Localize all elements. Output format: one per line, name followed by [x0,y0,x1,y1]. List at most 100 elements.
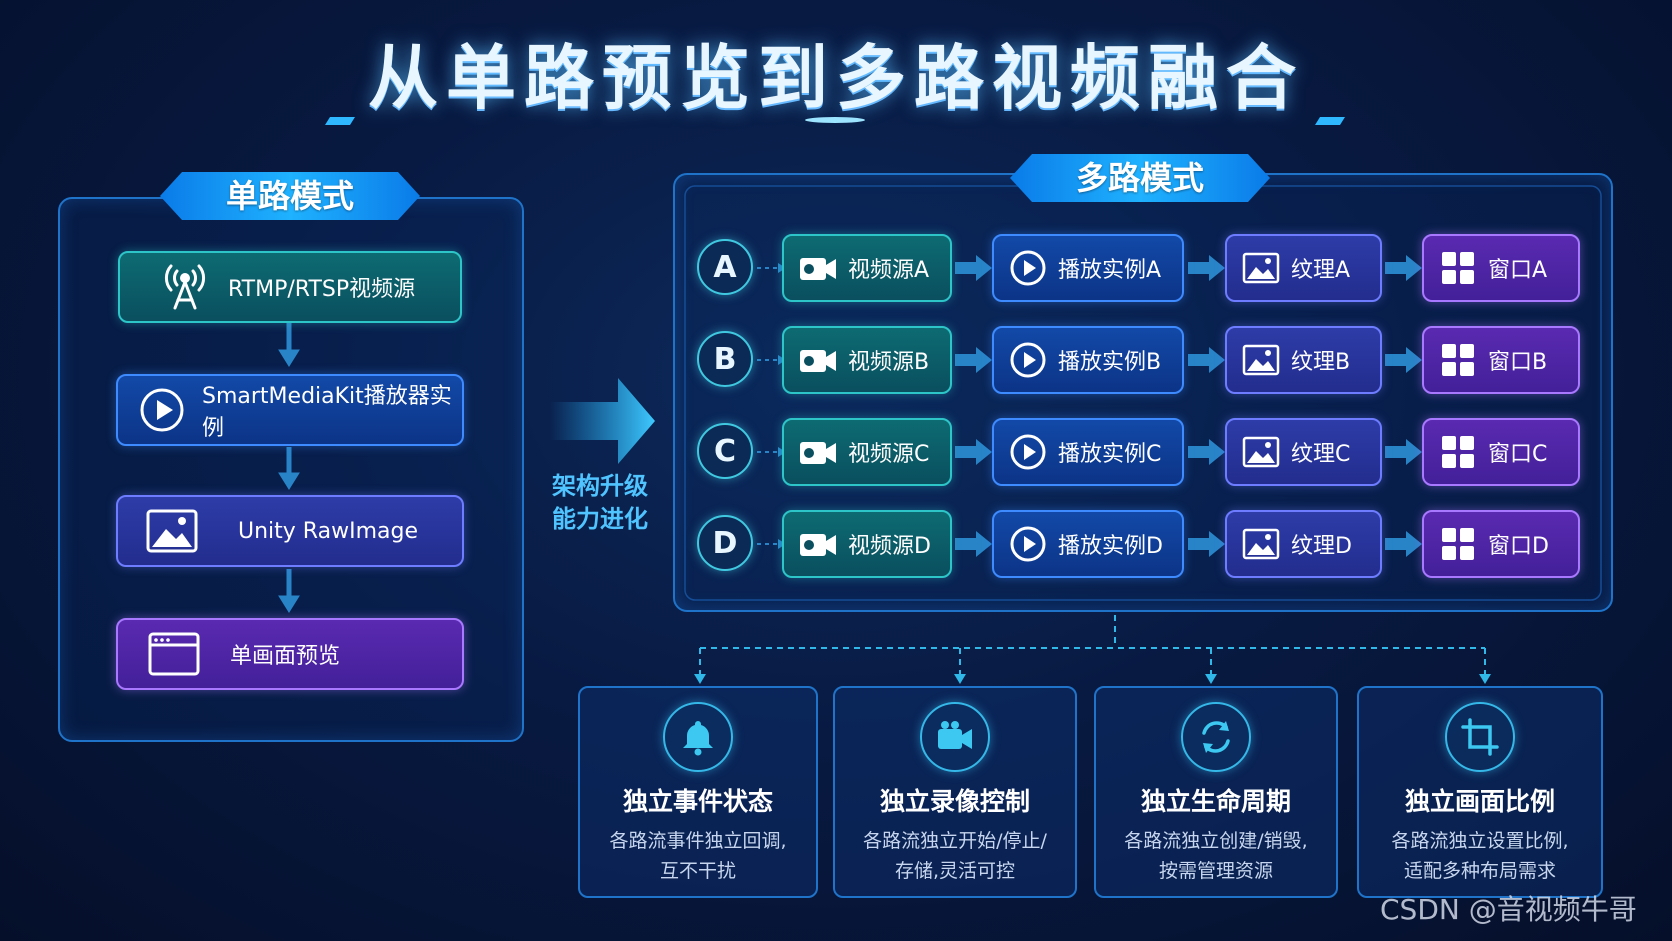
title-deco-left [325,117,355,125]
title-glow [805,117,865,123]
row-a-window: 窗口A [1422,234,1580,302]
row-source-label: 视频源B [848,350,930,375]
image-icon [1241,340,1281,380]
single-step-preview: 单画面预览 [116,618,464,690]
video-camera-icon [798,524,838,564]
feature-description: 各路流独立开始/停止/存储,灵活可控 [835,826,1075,886]
evolution-line-2: 能力进化 [552,505,648,533]
row-b-texture: 纹理B [1225,326,1382,394]
video-camera-icon [798,432,838,472]
row-id-badge: C [697,423,753,479]
feature-description-line-2: 互不干扰 [659,860,736,882]
single-step-rawimage: Unity RawImage [116,495,464,567]
row-b-window: 窗口B [1422,326,1580,394]
single-step-player-label: SmartMediaKit播放器实例 [202,384,452,441]
multi-row-connectors [757,255,1422,557]
row-player-label: 播放实例D [1058,534,1163,559]
row-player-label: 播放实例B [1058,350,1162,375]
grid-window-icon [1438,340,1478,380]
feature-card: 独立画面比例各路流独立设置比例, 适配多种布局需求 [1357,686,1603,898]
row-d-texture: 纹理D [1225,510,1382,578]
grid-window-icon [1438,432,1478,472]
row-player-label: 播放实例A [1058,258,1162,283]
row-texture-label: 纹理C [1291,442,1351,467]
video-camera-icon [798,248,838,288]
row-d-player: 播放实例D [992,510,1184,578]
feature-description-line-2: 按需管理资源 [1158,860,1273,882]
row-a-texture: 纹理A [1225,234,1382,302]
row-d-source: 视频源D [782,510,952,578]
feature-title: 独立事件状态 [622,787,773,816]
row-source-label: 视频源A [848,258,930,283]
feature-description-line-1: 各路流独立创建/销毁, [1124,830,1308,852]
multi-mode-tag: 多路模式 [1010,154,1270,202]
row-id-badge: B [697,331,753,387]
watermark: CSDN @音视频牛哥 [1380,893,1637,926]
row-texture-label: 纹理D [1291,534,1352,559]
single-step-source: RTMP/RTSP视频源 [118,251,462,323]
antenna-icon [164,264,206,310]
row-b-player: 播放实例B [992,326,1184,394]
row-a-source: 视频源A [782,234,952,302]
feature-title: 独立录像控制 [879,787,1030,816]
row-c-player: 播放实例C [992,418,1184,486]
feature-description: 各路流独立设置比例, 适配多种布局需求 [1359,826,1601,886]
video-camera-icon [798,340,838,380]
title-deco-right [1315,117,1345,125]
feature-description: 各路流独立创建/销毁, 按需管理资源 [1096,826,1336,886]
feature-card: 独立生命周期各路流独立创建/销毁, 按需管理资源 [1094,686,1338,898]
feature-description-line-2: 存储,灵活可控 [894,860,1016,882]
single-step-source-label: RTMP/RTSP视频源 [228,277,416,302]
row-source-label: 视频源C [848,442,930,467]
row-source-label: 视频源D [848,534,931,559]
crop-icon [1445,702,1515,772]
row-b-source: 视频源B [782,326,952,394]
row-window-label: 窗口D [1488,534,1549,559]
evolution-label: 架构升级 能力进化 [540,470,660,536]
play-icon [1008,340,1048,380]
feature-description-line-1: 各路流独立设置比例, [1391,830,1569,852]
row-window-label: 窗口C [1488,442,1548,467]
row-d-window: 窗口D [1422,510,1580,578]
bell-icon [663,702,733,772]
single-flow-arrows [278,323,300,613]
row-player-label: 播放实例C [1058,442,1162,467]
play-icon [1008,432,1048,472]
play-icon [1008,248,1048,288]
image-icon [1241,248,1281,288]
evolution-line-1: 架构升级 [552,472,648,500]
image-icon [1241,432,1281,472]
video-camera-icon [920,702,990,772]
feature-title: 独立生命周期 [1140,787,1291,816]
row-c-window: 窗口C [1422,418,1580,486]
feature-description-line-1: 各路流事件独立回调, [609,830,787,852]
row-c-source: 视频源C [782,418,952,486]
grid-window-icon [1438,248,1478,288]
refresh-cycle-icon [1181,702,1251,772]
row-window-label: 窗口B [1488,350,1548,375]
single-step-player: SmartMediaKit播放器实例 [116,374,464,446]
image-icon [1241,524,1281,564]
feature-card: 独立录像控制各路流独立开始/停止/存储,灵活可控 [833,686,1077,898]
feature-description-line-2: 适配多种布局需求 [1403,860,1556,882]
feature-fanout-lines [699,615,1486,676]
single-step-rawimage-label: Unity RawImage [238,518,418,544]
feature-card: 独立事件状态各路流事件独立回调, 互不干扰 [578,686,818,898]
page-title: 从单路预览到多路视频融合 [368,37,1304,119]
row-id-badge: D [697,515,753,571]
row-id-badge: A [697,239,753,295]
feature-title: 独立画面比例 [1404,787,1555,816]
play-icon [1008,524,1048,564]
evolution-arrow [550,378,655,464]
row-texture-label: 纹理B [1291,350,1351,375]
window-icon [148,632,200,676]
play-icon [140,388,184,432]
grid-window-icon [1438,524,1478,564]
row-a-player: 播放实例A [992,234,1184,302]
row-window-label: 窗口A [1488,258,1548,283]
row-c-texture: 纹理C [1225,418,1382,486]
feature-description: 各路流事件独立回调, 互不干扰 [580,826,816,886]
row-texture-label: 纹理A [1291,258,1351,283]
